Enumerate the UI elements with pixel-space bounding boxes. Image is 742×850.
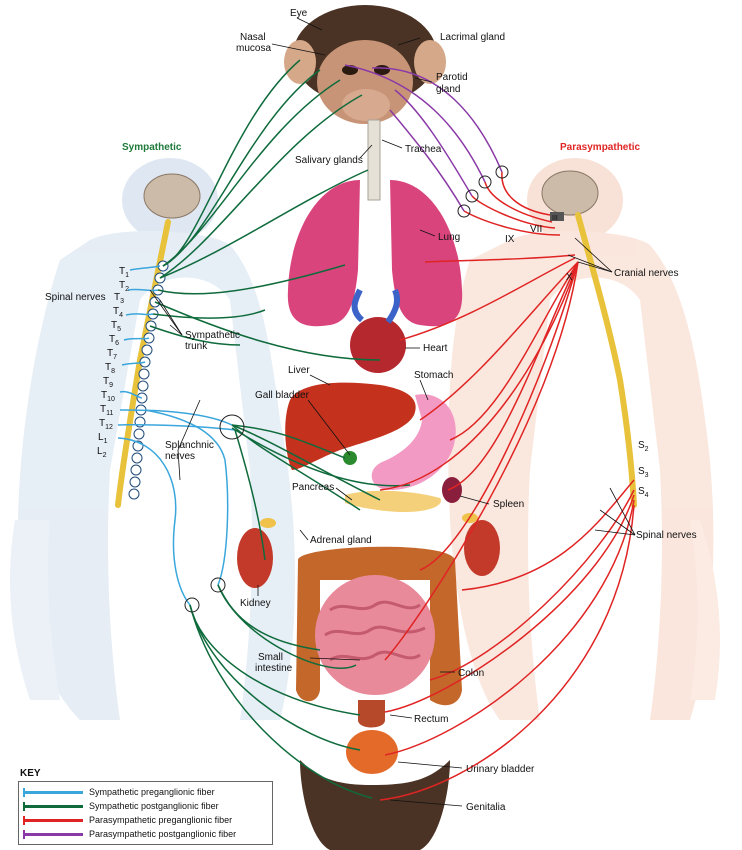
label-sympathetic-trunk-1: Sympathetic xyxy=(185,330,240,341)
label-colon: Colon xyxy=(458,668,484,679)
lung-left xyxy=(288,180,360,326)
label-lacrimal-gland: Lacrimal gland xyxy=(440,32,505,43)
label-eye: Eye xyxy=(290,8,308,19)
label-parotid-2: gland xyxy=(436,84,460,95)
label-sympathetic-trunk-2: trunk xyxy=(185,341,208,352)
adrenal-gland-left xyxy=(260,518,276,528)
label-small-intestine-1: Small xyxy=(258,652,283,663)
label-cn-X: X xyxy=(566,272,573,283)
label-gall-bladder: Gall bladder xyxy=(255,390,310,401)
key-box: Sympathetic preganglionic fiber Sympathe… xyxy=(18,781,273,845)
gall-bladder xyxy=(343,451,357,465)
label-spleen: Spleen xyxy=(493,499,524,510)
label-rectum: Rectum xyxy=(414,714,448,725)
label-splanchnic-1: Splanchnic xyxy=(165,440,214,451)
trachea xyxy=(368,120,380,200)
label-salivary-glands: Salivary glands xyxy=(295,155,363,166)
label-heart: Heart xyxy=(423,343,448,354)
label-trachea: Trachea xyxy=(405,144,442,155)
sacral-label: S2 xyxy=(638,440,649,453)
kidney-left xyxy=(237,528,273,588)
parasympathetic-ganglia xyxy=(458,166,508,217)
label-cn-III: III xyxy=(552,215,558,222)
small-intestine xyxy=(315,575,435,695)
label-cranial-nerves: Cranial nerves xyxy=(614,268,678,279)
label-liver: Liver xyxy=(288,365,310,376)
key-swatch xyxy=(23,833,83,836)
spleen xyxy=(442,477,462,503)
key-legend: KEY Sympathetic preganglionic fiber Symp… xyxy=(18,768,273,838)
label-nasal-mucosa-1: Nasal xyxy=(240,32,266,43)
kidney-right xyxy=(464,520,500,576)
rectum xyxy=(358,700,385,728)
key-label: Parasympathetic preganglionic fiber xyxy=(89,815,232,825)
sacral-label: S3 xyxy=(638,466,649,479)
key-label: Sympathetic preganglionic fiber xyxy=(89,787,215,797)
brain-left xyxy=(144,174,200,218)
key-swatch xyxy=(23,805,83,808)
brain-right xyxy=(542,171,598,215)
sacral-label: S4 xyxy=(638,486,649,499)
label-cn-IX: IX xyxy=(505,234,515,245)
key-item-parasympathetic-post: Parasympathetic postganglionic fiber xyxy=(23,827,268,841)
label-urinary-bladder: Urinary bladder xyxy=(466,764,535,775)
key-label: Parasympathetic postganglionic fiber xyxy=(89,829,236,839)
key-swatch xyxy=(23,819,83,822)
parasympathetic-header: Parasympathetic xyxy=(560,142,640,153)
key-item-sympathetic-post: Sympathetic postganglionic fiber xyxy=(23,799,268,813)
label-parotid-1: Parotid xyxy=(436,72,468,83)
label-small-intestine-2: intestine xyxy=(255,663,293,674)
chimp-head xyxy=(284,5,446,124)
sacral-labels: S2 S3 S4 xyxy=(638,440,649,499)
key-label: Sympathetic postganglionic fiber xyxy=(89,801,219,811)
label-kidney: Kidney xyxy=(240,598,271,609)
label-cn-VII: VII xyxy=(530,224,542,235)
label-adrenal-gland: Adrenal gland xyxy=(310,535,372,546)
left-chimp-silhouette xyxy=(10,158,295,720)
label-stomach: Stomach xyxy=(414,370,453,381)
urinary-bladder xyxy=(346,730,398,774)
label-splanchnic-2: nerves xyxy=(165,451,195,462)
key-swatch xyxy=(23,791,83,794)
key-title: KEY xyxy=(20,768,273,779)
heart xyxy=(350,317,406,373)
sympathetic-header: Sympathetic xyxy=(122,142,182,153)
label-lung: Lung xyxy=(438,232,460,243)
label-genitalia: Genitalia xyxy=(466,802,506,813)
label-pancreas: Pancreas xyxy=(292,482,334,493)
label-nasal-mucosa-2: mucosa xyxy=(236,43,271,54)
key-item-sympathetic-pre: Sympathetic preganglionic fiber xyxy=(23,785,268,799)
label-spinal-nerves-right: Spinal nerves xyxy=(636,530,697,541)
label-spinal-nerves-left: Spinal nerves xyxy=(45,292,106,303)
lung-right xyxy=(390,180,462,326)
key-item-parasympathetic-pre: Parasympathetic preganglionic fiber xyxy=(23,813,268,827)
